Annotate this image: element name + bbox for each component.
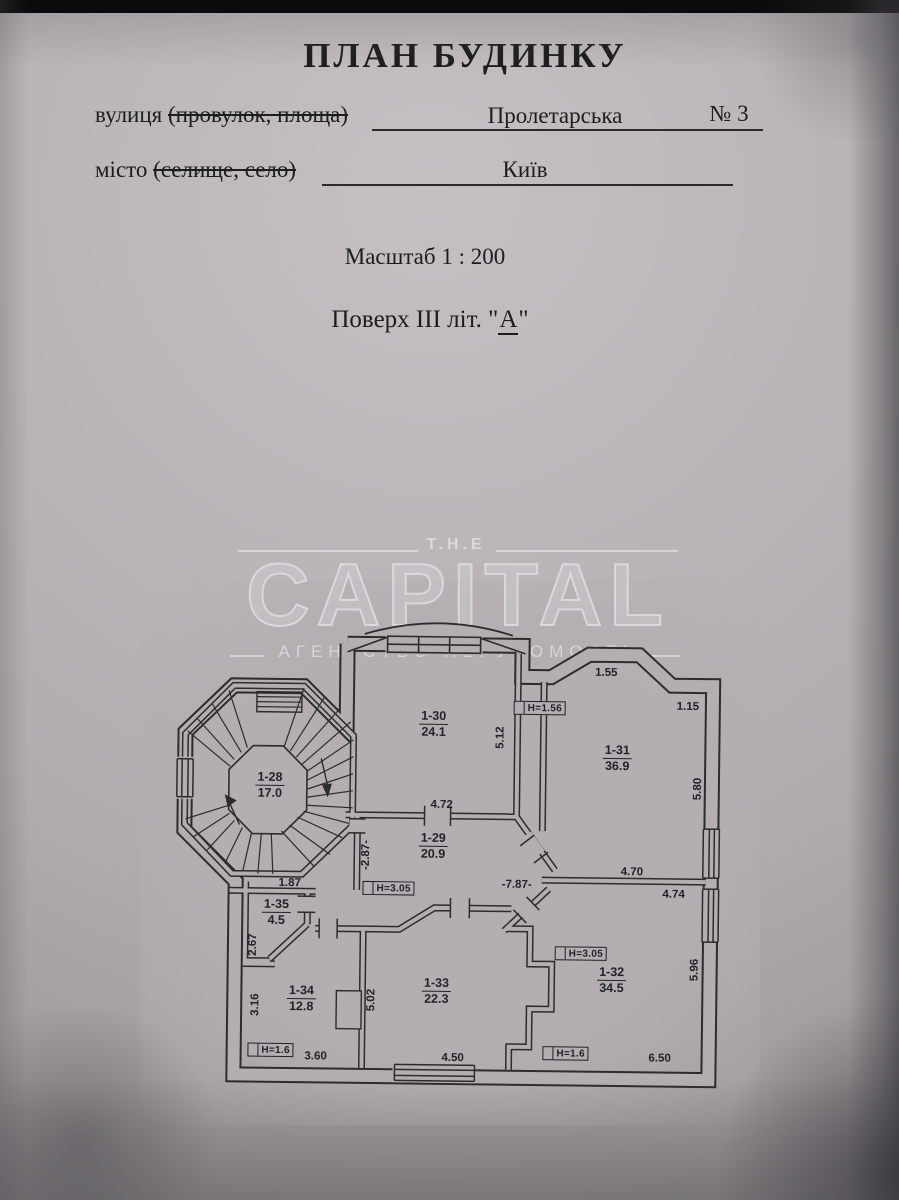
bay-window [347,622,526,656]
street-value: Пролетарська [487,103,623,128]
dim-1-87: 1.87 [278,876,301,890]
height-mark-3-05-b: Н=3.05 [554,946,608,961]
dim-1-15: 1.15 [676,700,700,714]
street-number: № 3 [709,101,749,126]
height-mark-1-56: Н=1.56 [513,700,567,716]
window-tower [174,756,196,799]
dim-3-60: 3.60 [304,1050,327,1063]
stair-direction-arrows [224,758,332,825]
window-right-2 [700,888,721,944]
dim-3-16: 3.16 [249,993,262,1016]
dim-5-96: 5.96 [688,958,701,982]
page-title: ПЛАН БУДИНКУ [303,36,627,75]
dim-5-12: 5.12 [494,726,507,749]
height-mark-1-6-b: Н=1.6 [542,1046,589,1061]
dim-2-67: 2.67 [246,933,260,956]
photo-top-edge [0,0,899,13]
dim-6-50: 6.50 [648,1052,671,1065]
city-underline [322,184,733,186]
scale-line: Масштаб 1 : 200 [344,244,506,269]
floor-line: Поверх III літ. "А" [331,306,529,335]
door-openings [297,805,549,939]
window-right-1 [700,828,722,880]
height-mark-3-05-a: Н=3.05 [362,880,415,896]
floor-letter: А [498,306,519,335]
city-label: місто [95,157,154,182]
height-mark-1-6-a: Н=1.6 [247,1042,294,1058]
window-bottom [392,1062,476,1084]
dim-7-87: -7.87- [501,878,532,891]
stair-tower [185,688,354,874]
dim-4-74: 4.74 [662,888,685,901]
street-label: вулиця [95,102,168,127]
dim-4-50: 4.50 [441,1051,464,1065]
street-label-struck: (провулок, площа) [168,102,349,127]
city-label-struck: (селище, село) [153,157,297,182]
dim-4-70: 4.70 [620,866,644,879]
wall-niche [335,989,363,1030]
street-row: вулиця (провулок, площа) [95,102,348,128]
dim-2-87: -2.87- [359,839,373,871]
city-value: Київ [502,157,548,182]
dim-1-55: 1.55 [595,666,618,680]
street-underline [372,129,763,131]
dim-4-72: 4.72 [430,798,453,812]
city-row: місто (селище, село) [95,157,296,183]
dim-5-02: 5.02 [365,988,378,1012]
stair-steps [185,688,354,874]
dim-5-80: 5.80 [691,777,705,801]
